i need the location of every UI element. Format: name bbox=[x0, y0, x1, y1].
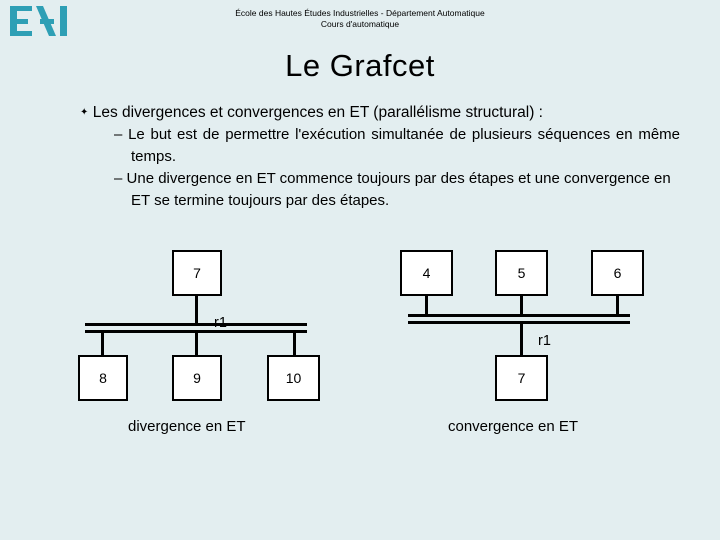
document-header: École des Hautes Études Industrielles - … bbox=[0, 8, 720, 30]
step-left-top: 7 bbox=[172, 250, 222, 296]
double-bar-left-lower bbox=[85, 330, 307, 333]
step-left-bottom-1: 8 bbox=[78, 355, 128, 401]
grafcet-diagram: 7 r1 8 9 10 divergence en ET 4 5 6 r1 7 … bbox=[0, 245, 720, 455]
hei-logo bbox=[10, 4, 72, 38]
step-right-bottom: 7 bbox=[495, 355, 548, 401]
link-left-branch-1 bbox=[101, 333, 104, 355]
link-right-branch-2 bbox=[520, 296, 523, 314]
bullet-level2-a: – Le but est de permettre l'exécution si… bbox=[114, 124, 680, 168]
double-bar-right-lower bbox=[408, 321, 630, 324]
link-right-branch-1 bbox=[425, 296, 428, 314]
page-title: Le Grafcet bbox=[285, 48, 435, 83]
bullet-list: ✦ Les divergences et convergences en ET … bbox=[80, 102, 680, 212]
bullet-marker-diamond-icon: ✦ bbox=[80, 107, 89, 118]
bullet-level2-b-text: Une divergence en ET commence toujours p… bbox=[126, 170, 671, 209]
step-right-top-2: 5 bbox=[495, 250, 548, 296]
step-right-top-3: 6 bbox=[591, 250, 644, 296]
link-left-branch-3 bbox=[293, 333, 296, 355]
link-right-down bbox=[520, 324, 523, 355]
double-bar-left-upper bbox=[85, 323, 307, 326]
bullet-level2-b: – Une divergence en ET commence toujours… bbox=[114, 168, 680, 212]
step-left-bottom-2: 9 bbox=[172, 355, 222, 401]
transition-label-right: r1 bbox=[538, 333, 551, 349]
header-line-2: Cours d'automatique bbox=[320, 19, 400, 29]
step-left-bottom-3: 10 bbox=[267, 355, 320, 401]
bullet-level1-text: Les divergences et convergences en ET (p… bbox=[92, 104, 543, 121]
caption-divergence: divergence en ET bbox=[128, 418, 246, 435]
link-right-branch-3 bbox=[616, 296, 619, 314]
bullet-marker-dash-icon: – bbox=[114, 126, 123, 143]
step-right-top-1: 4 bbox=[400, 250, 453, 296]
link-left-branch-2 bbox=[195, 333, 198, 355]
double-bar-right-upper bbox=[408, 314, 630, 317]
bullet-level1: ✦ Les divergences et convergences en ET … bbox=[80, 102, 680, 124]
bullet-marker-dash-icon-2: – bbox=[114, 170, 123, 187]
bullet-level2-a-text: Le but est de permettre l'exécution simu… bbox=[128, 126, 681, 165]
transition-label-left: r1 bbox=[214, 315, 227, 331]
header-line-1: École des Hautes Études Industrielles - … bbox=[235, 8, 485, 18]
link-left-top-down bbox=[195, 296, 198, 323]
caption-convergence: convergence en ET bbox=[448, 418, 579, 435]
